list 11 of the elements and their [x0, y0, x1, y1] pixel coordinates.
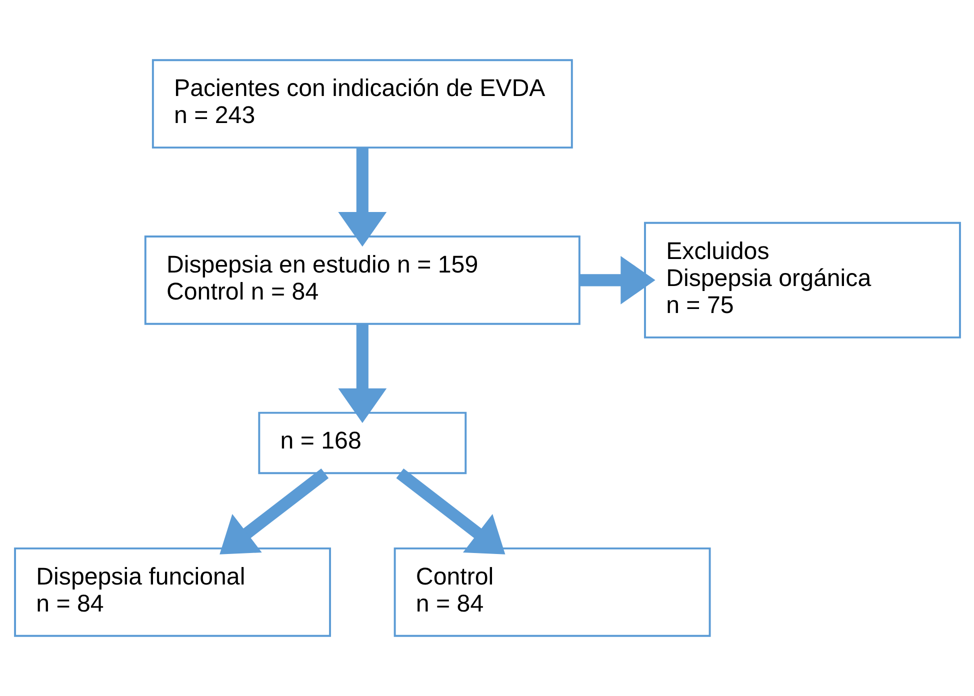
arrow	[578, 256, 655, 304]
arrow	[338, 148, 386, 247]
node-box: Pacientes con indicación de EVDA n = 243	[151, 59, 572, 149]
node-box: Dispepsia funcional n = 84	[14, 547, 330, 637]
arrow	[338, 324, 386, 423]
arrow	[219, 468, 328, 554]
node-box: Control n = 84	[393, 547, 710, 637]
arrow	[396, 468, 505, 554]
node-box: n = 168	[258, 412, 466, 474]
node-box: Excluidos Dispepsia orgánica n = 75	[644, 222, 960, 338]
node-box: Dispepsia en estudio n = 159 Control n = 84	[144, 236, 580, 325]
